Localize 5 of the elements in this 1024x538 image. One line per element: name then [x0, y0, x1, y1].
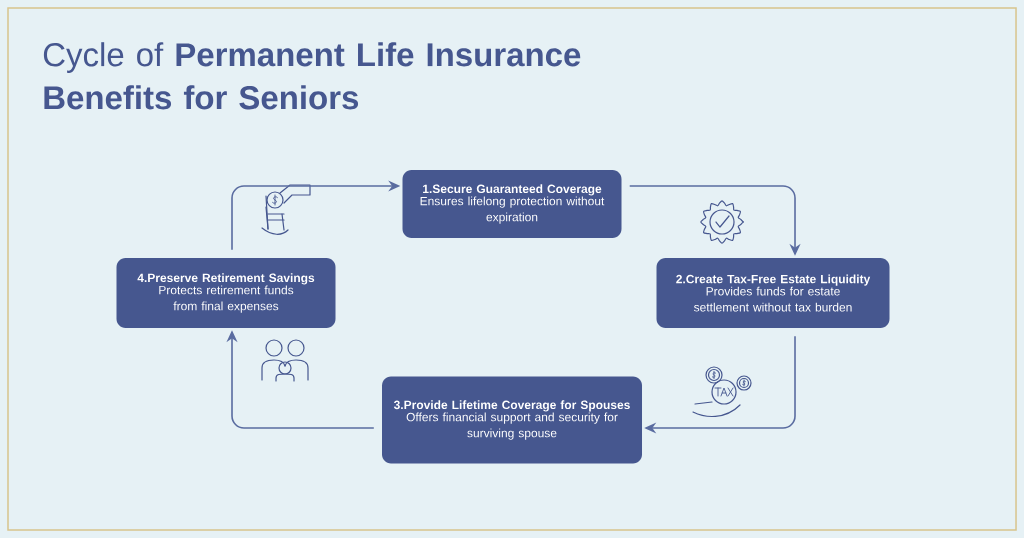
- step-box: 1.Secure Guaranteed Coverage Ensures lifelong protection without expiration: [402, 170, 622, 238]
- step-box: 4.Preserve Retirement Savings Protects retirement funds from final expenses: [116, 258, 336, 328]
- title: Cycle of Permanent Life Insurance Benefits for Seniors: [43, 42, 581, 110]
- step-box: 2.Create Tax-Free Estate Liquidity Provides funds for estate settlement without tax burden: [656, 258, 890, 328]
- step-box: 3.Provide Lifetime Coverage for Spouses Offers financial support and security for surviving spouse: [382, 376, 642, 464]
